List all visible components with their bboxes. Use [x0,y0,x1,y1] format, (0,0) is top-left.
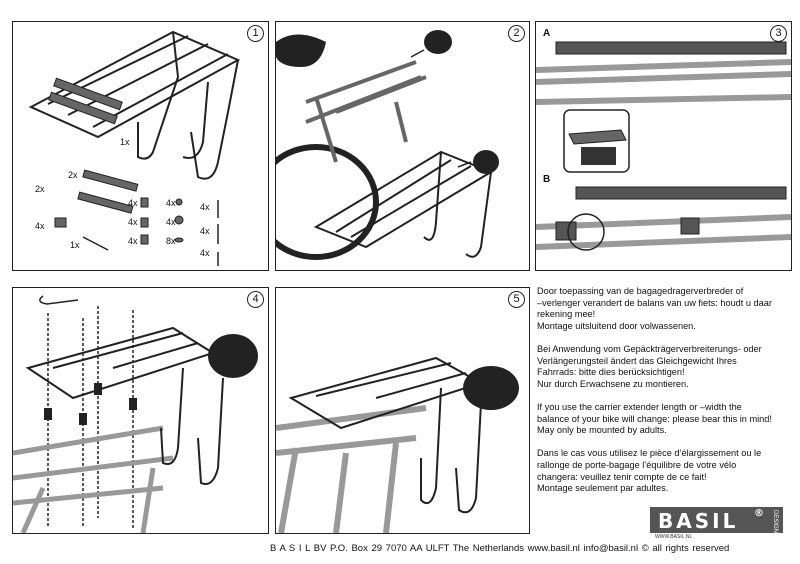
qty-label: 4x [166,217,176,227]
qty-label: 4x [200,226,210,236]
qty-label: 2x [35,184,45,194]
qty-label: 4x [200,248,210,258]
footer-address: B A S I L BV P.O. Box 29 7070 AA ULFT Th… [270,543,730,554]
panel-3: 3 A B [535,21,792,271]
detail-label: A [543,28,551,39]
notice-dutch: Door toepassing van de bagagedragerverbr… [537,286,772,331]
carrier-extender-illustration [28,30,241,266]
logo-reg: ® [754,508,767,519]
panel-5: 5 [275,287,530,534]
notice-french: Dans le cas vous utilisez le pièce d’éla… [537,448,762,494]
basil-logo: BASIL ® DESIGN [650,507,783,533]
qty-label: 4x [166,198,176,208]
panel-1: 1 1x 2x 2x 4x 1x 4x 4x [12,21,269,271]
qty-label: 1x [120,137,130,147]
safety-notice: Door toepassing van de bagagedragerverbr… [537,286,792,506]
qty-label: 4x [35,221,45,231]
qty-label: 4x [200,202,210,212]
qty-label: 4x [128,198,138,208]
mounting-on-bike-illustration [276,30,499,260]
qty-label: 1x [70,240,80,250]
detail-label: B [543,174,551,185]
qty-label: 8x [166,236,176,246]
bolt-assembly-illustration [13,295,258,533]
step-number: 4 [247,291,264,308]
qty-label: 2x [68,170,78,180]
logo-sub: DESIGN [772,510,778,534]
logo-url: WWW.BASIL.NL [655,534,693,540]
mounted-carrier-illustration [276,356,519,533]
panel-2: 2 [275,21,530,271]
notice-german: Bei Anwendung vom Gepäckträgerverbreiter… [537,343,762,389]
qty-label: 4x [128,236,138,246]
panel-4: 4 [12,287,269,534]
notice-english: If you use the carrier extender length o… [537,401,772,436]
logo-name: BASIL [658,509,739,533]
step-number: 1 [247,25,264,42]
qty-label: 4x [128,217,138,227]
step-number: 5 [508,291,525,308]
step-number: 2 [508,25,525,42]
clamp-detail-illustration [536,41,791,251]
